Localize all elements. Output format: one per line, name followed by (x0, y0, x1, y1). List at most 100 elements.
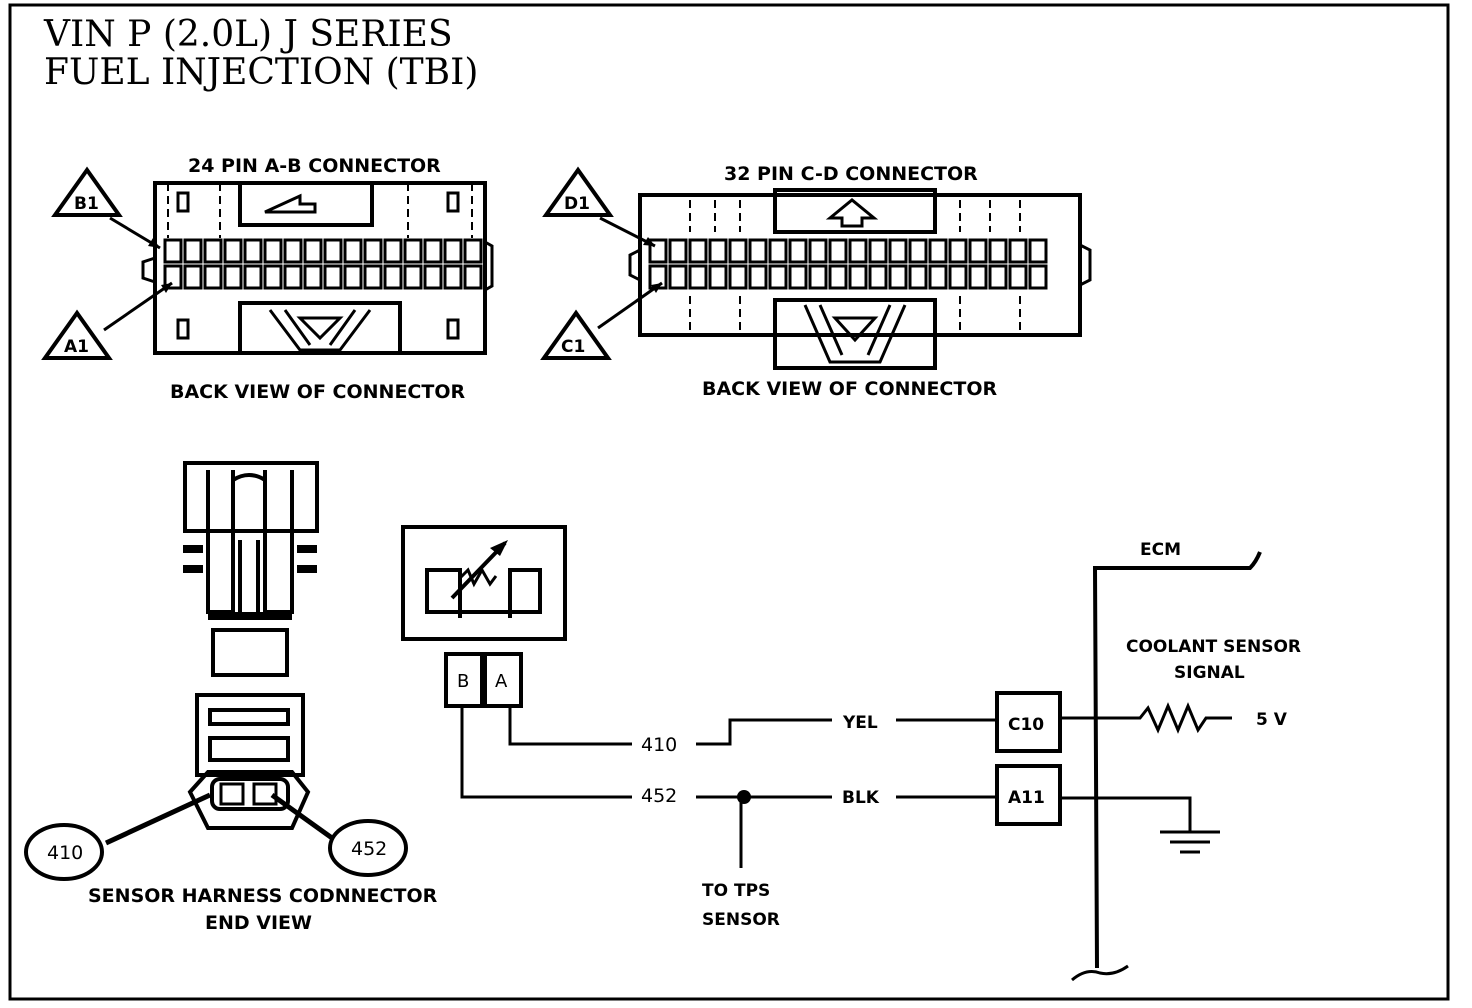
splice-dot (737, 790, 751, 804)
wire-410 (508, 706, 632, 746)
pin-b1-label: B1 (74, 194, 99, 214)
connector-ab-caption: BACK VIEW OF CONNECTOR (170, 381, 465, 403)
pin-cavity (423, 264, 443, 290)
pin-cavity (868, 264, 888, 290)
ecm-pin-c10 (995, 691, 1062, 753)
pin-cavity (263, 238, 283, 264)
pin-cavity (403, 238, 423, 264)
pin-cavity (203, 238, 223, 264)
pin-cavity (383, 238, 403, 264)
pin-cavity (203, 264, 223, 290)
pin-cavity (968, 238, 988, 264)
pin-cavity (363, 264, 383, 290)
pin-cavity (303, 264, 323, 290)
pin-cavity (928, 264, 948, 290)
connector-ab: 24 PIN A-B CONNECTOR BACK VIEW OF CONNEC… (41, 155, 494, 403)
pin-cavity (728, 264, 748, 290)
connector-ab-heading: 24 PIN A-B CONNECTOR (188, 155, 441, 177)
pin-cavity (303, 238, 323, 264)
pin-cavity (708, 264, 728, 290)
pin-cavity (728, 238, 748, 264)
harness-410-callout (24, 823, 104, 881)
connector-ab-pin-grid (163, 238, 483, 290)
tps-label-line-1: TO TPS (702, 881, 770, 901)
wire-452 (460, 706, 632, 799)
sensor-terminal-b-label: B (457, 671, 469, 692)
voltage-label: 5 V (1256, 710, 1288, 730)
pin-cavity (968, 264, 988, 290)
pin-cavity (363, 238, 383, 264)
title-line-2: FUEL INJECTION (TBI) (44, 52, 478, 93)
sensor-symbol-box (401, 525, 567, 641)
signal-label-line-2: SIGNAL (1174, 663, 1245, 683)
ecm-pin-a11 (995, 764, 1062, 826)
pin-cavity (788, 238, 808, 264)
pin-cavity (183, 238, 203, 264)
pin-cavity (888, 238, 908, 264)
pin-c1-marker (540, 309, 612, 360)
ecm-pin-a11-label: A11 (1008, 788, 1045, 808)
ecm-boundary (1092, 551, 1262, 969)
pin-cavity (828, 238, 848, 264)
pin-cavity (748, 238, 768, 264)
tps-label-line-2: SENSOR (702, 910, 780, 930)
pin-c1-label: C1 (561, 337, 585, 357)
pin-cavity (223, 238, 243, 264)
pin-cavity (768, 264, 788, 290)
signal-label-line-1: COOLANT SENSOR (1126, 637, 1301, 657)
harness-caption-line-1: SENSOR HARNESS CODNNECTOR (88, 885, 438, 907)
pin-cavity (383, 264, 403, 290)
pin-cavity (808, 238, 828, 264)
harness-452-callout (328, 819, 408, 877)
pin-cavity (708, 238, 728, 264)
pin-cavity (1028, 264, 1048, 290)
pin-cavity (1008, 264, 1028, 290)
pin-cavity (283, 238, 303, 264)
pin-cavity (808, 264, 828, 290)
pin-cavity (768, 238, 788, 264)
coolant-sensor-side-view (183, 461, 319, 677)
pin-cavity (828, 264, 848, 290)
harness-caption-line-2: END VIEW (205, 912, 312, 934)
pin-cavity (323, 264, 343, 290)
pin-cavity (668, 238, 688, 264)
pin-cavity (848, 238, 868, 264)
wire-yel-label: YEL (842, 713, 878, 733)
pin-cavity (463, 264, 483, 290)
page-border (8, 3, 1450, 1001)
pin-cavity (868, 238, 888, 264)
pin-cavity (908, 238, 928, 264)
pin-cavity (283, 264, 303, 290)
sensor-terminal-a-label: A (495, 671, 508, 692)
pin-cavity (1008, 238, 1028, 264)
title-line-1: VIN P (2.0L) J SERIES (43, 14, 453, 55)
coolant-sensor-schematic: B A 410 YEL 452 TO TPS SENSOR BLK C10 A1… (401, 525, 1301, 982)
pin-cavity (163, 238, 183, 264)
pin-cavity (788, 264, 808, 290)
pin-cavity (948, 264, 968, 290)
pin-cavity (948, 238, 968, 264)
pin-cavity (263, 264, 283, 290)
pin-cavity (223, 264, 243, 290)
pin-cavity (988, 238, 1008, 264)
thermistor-symbol (458, 566, 498, 588)
ecm-label: ECM (1140, 540, 1181, 560)
pin-cavity (988, 264, 1008, 290)
wire-410-label: 410 (641, 734, 677, 756)
pin-cavity (183, 264, 203, 290)
pin-cavity (928, 238, 948, 264)
pin-cavity (748, 264, 768, 290)
harness-452-label: 452 (351, 838, 387, 860)
pin-d1-marker (542, 166, 614, 217)
pin-b1-marker (51, 166, 123, 217)
pin-a1-label: A1 (64, 337, 89, 357)
connector-cd-caption: BACK VIEW OF CONNECTOR (702, 378, 997, 400)
wire-blk-label: BLK (842, 788, 880, 808)
pin-cavity (688, 264, 708, 290)
pin-cavity (1028, 238, 1048, 264)
ecm-pin-c10-label: C10 (1008, 715, 1044, 735)
pin-cavity (243, 264, 263, 290)
connector-cd-pin-grid (648, 238, 1048, 290)
pin-cavity (848, 264, 868, 290)
pin-cavity (403, 264, 423, 290)
